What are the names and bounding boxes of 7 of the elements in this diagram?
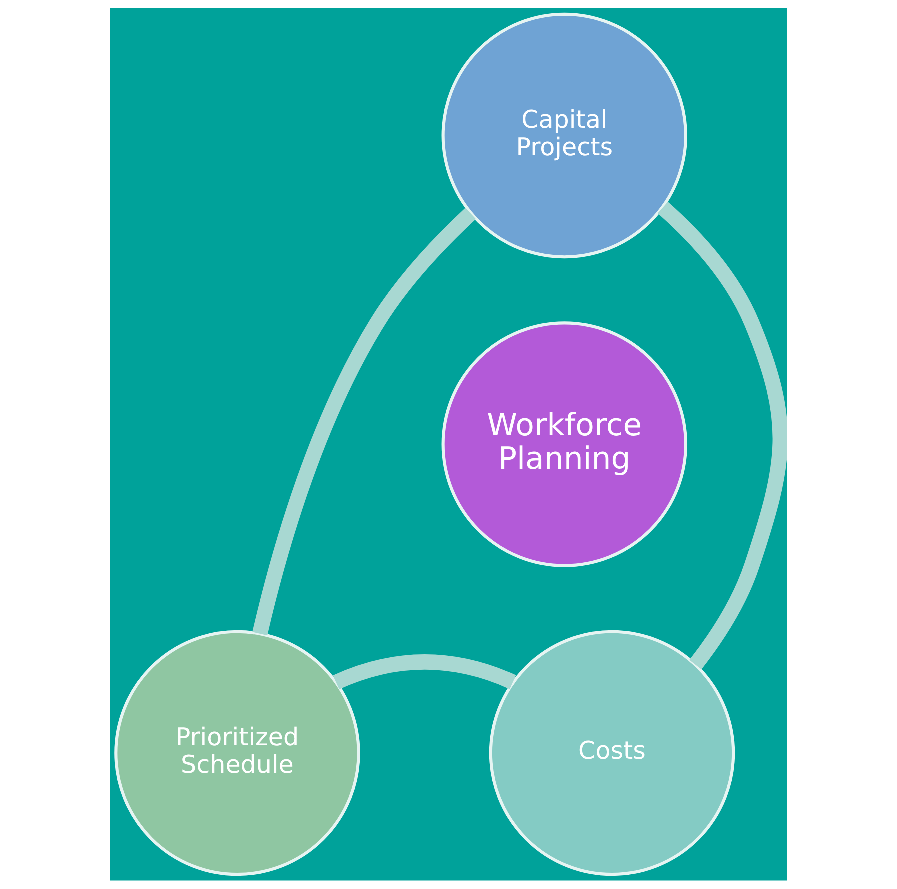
node-circle: Prioritized Schedule	[114, 630, 360, 876]
connector	[658, 202, 787, 670]
node-circle: Workforce Planning	[442, 322, 688, 568]
node-circle: Costs	[489, 630, 736, 876]
connector	[333, 654, 516, 690]
connector	[252, 208, 476, 636]
node-circle: Capital Projects	[442, 12, 688, 259]
